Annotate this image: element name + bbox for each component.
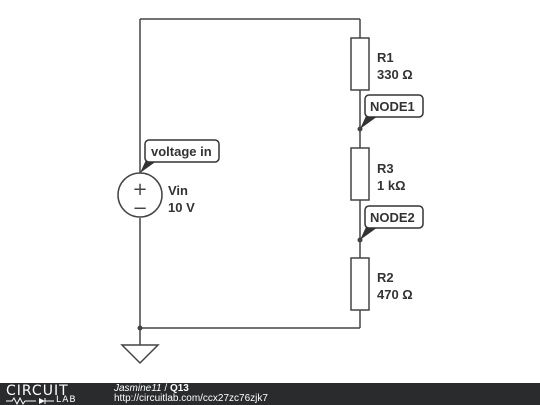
r3-value-label: 1 kΩ	[377, 178, 406, 193]
circuit-meta: Jasmine11 / Q13 http://circuitlab.com/cc…	[114, 384, 268, 404]
node2-text: NODE2	[370, 210, 415, 225]
node-label-node2[interactable]: NODE2	[360, 205, 424, 240]
r2-value-label: 470 Ω	[377, 287, 413, 302]
node-label-node1[interactable]: NODE1	[360, 94, 424, 129]
node-label-voltage-in[interactable]: voltage in	[140, 139, 220, 173]
source-minus-sign: −	[132, 198, 147, 219]
node1-text: NODE1	[370, 99, 415, 114]
vin-name-label: Vin	[168, 183, 188, 198]
logo-wave-icon	[6, 397, 54, 405]
logo-lab-text: LAB	[56, 395, 77, 405]
resistor-r1[interactable]	[350, 37, 370, 91]
voltage-source-vin[interactable]: + −	[117, 172, 163, 219]
author-link[interactable]: Jasmine11	[114, 383, 162, 394]
node2-pointer	[360, 227, 378, 240]
circuit-schematic: + − R1 330 Ω R3 1 kΩ R2 470 Ω Vin 10 V v…	[117, 18, 424, 365]
voltage-in-box	[144, 139, 220, 163]
r2-name-label: R2	[377, 270, 394, 285]
vin-value-label: 10 V	[168, 200, 195, 215]
voltage-in-pointer	[140, 160, 158, 173]
junction-dot-ground	[137, 325, 143, 331]
resistor-r2[interactable]	[350, 257, 370, 311]
voltage-in-text: voltage in	[151, 144, 212, 159]
source-plus-sign: +	[132, 179, 147, 200]
wires	[139, 18, 361, 345]
footer-bar: CIRCUIT LAB Jasmine11 / Q13 http://circu…	[0, 383, 540, 405]
meta-separator: /	[164, 383, 168, 394]
r3-name-label: R3	[377, 161, 394, 176]
resistor-r3[interactable]	[350, 147, 370, 201]
circuit-url-link[interactable]: http://circuitlab.com/ccx27zc76zjk7	[114, 393, 268, 404]
circuitlab-logo[interactable]: CIRCUIT LAB	[6, 383, 92, 405]
ground-symbol[interactable]	[120, 344, 160, 365]
r1-value-label: 330 Ω	[377, 67, 413, 82]
logo-circuit-text: CIRCUIT	[6, 383, 69, 399]
node2-box	[364, 205, 424, 229]
circuit-title[interactable]: Q13	[169, 383, 189, 394]
meta-title-line: Jasmine11 / Q13	[114, 384, 268, 394]
node1-box	[364, 94, 424, 118]
r1-name-label: R1	[377, 50, 394, 65]
node1-pointer	[360, 116, 378, 129]
